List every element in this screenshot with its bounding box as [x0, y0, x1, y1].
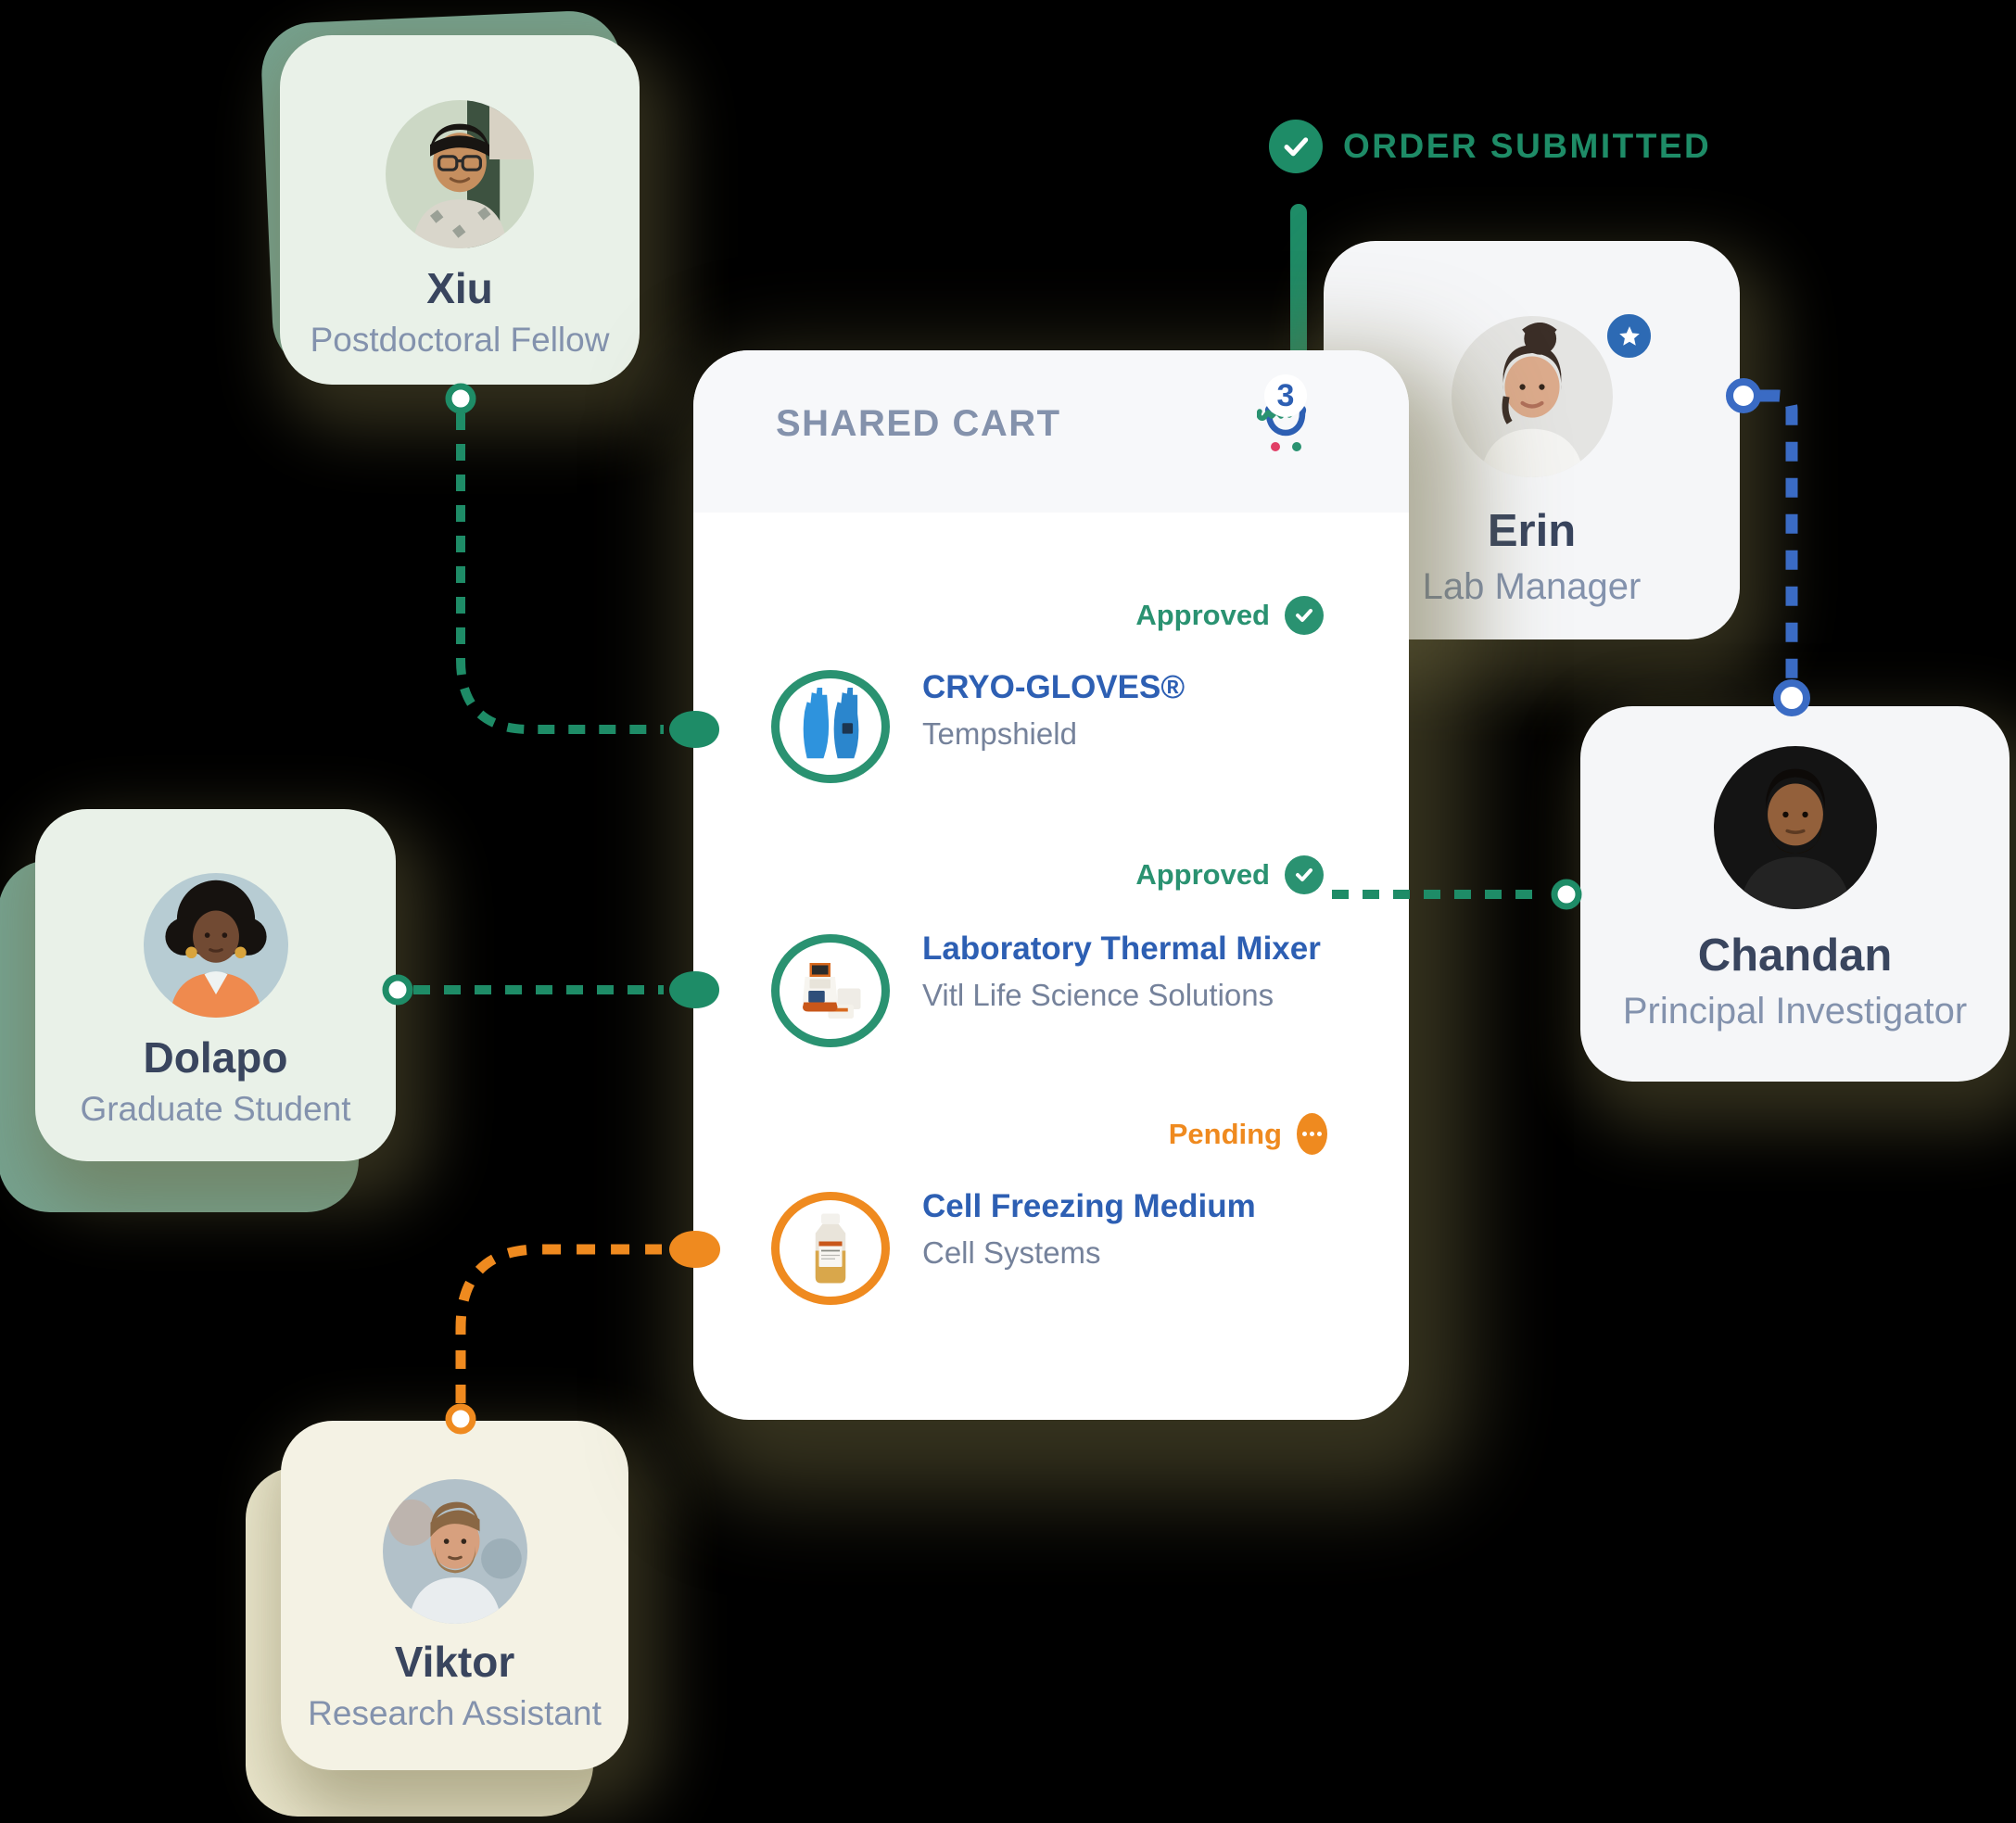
status-label: Approved	[1135, 858, 1270, 891]
status-label: Pending	[1168, 1117, 1282, 1150]
person-name: Xiu	[426, 264, 493, 312]
cart-header: SHARED CART 3	[693, 350, 1409, 513]
check-icon	[1269, 120, 1323, 173]
shared-cart-panel: SHARED CART 3 Approved	[693, 350, 1409, 1420]
person-card-chandan[interactable]: Chandan Principal Investigator	[1580, 706, 2010, 1082]
connector-node-chandan-left	[1551, 879, 1582, 910]
person-name: Erin	[1487, 506, 1577, 556]
shopping-cart-icon	[1257, 404, 1307, 451]
person-name: Dolapo	[143, 1033, 288, 1082]
avatar-dolapo	[143, 873, 288, 1018]
person-card-dolapo[interactable]: Dolapo Graduate Student	[35, 809, 396, 1161]
cart-item[interactable]: Cell Freezing Medium Cell Systems	[922, 1188, 1256, 1271]
person-role: Principal Investigator	[1622, 991, 1968, 1032]
order-submitted-status: ORDER SUBMITTED	[1269, 120, 1711, 173]
item-brand: Cell Systems	[922, 1235, 1101, 1270]
cryo-gloves-icon[interactable]	[771, 670, 890, 783]
thermal-mixer-icon[interactable]	[771, 934, 890, 1047]
item-status-badge[interactable]: Approved	[1135, 596, 1324, 635]
connector-endpoint-blob-item3	[669, 1231, 720, 1268]
avatar-xiu	[386, 100, 534, 248]
item-title: Laboratory Thermal Mixer	[922, 930, 1321, 967]
status-label: Approved	[1135, 599, 1270, 631]
item-brand: Tempshield	[922, 716, 1077, 751]
cart-button[interactable]: 3	[1257, 374, 1340, 495]
dolapo-avatar-illustration	[143, 873, 288, 1018]
connector-erin-to-chandan	[1760, 389, 1798, 678]
connector-node-dolapo	[382, 974, 413, 1006]
cart-title: SHARED CART	[776, 403, 1061, 444]
viktor-avatar-illustration	[382, 1479, 527, 1624]
person-role: Graduate Student	[80, 1090, 351, 1128]
check-icon	[1285, 855, 1324, 894]
item-title: CRYO-GLOVES®	[922, 669, 1186, 705]
person-card-viktor[interactable]: Viktor Research Assistant	[281, 1421, 628, 1770]
chandan-avatar-illustration	[1713, 746, 1877, 909]
person-role: Research Assistant	[308, 1694, 602, 1732]
avatar-erin	[1451, 316, 1613, 477]
cart-count-badge: 3	[1264, 374, 1307, 417]
connector-node-chandan-top	[1773, 679, 1810, 716]
person-name: Chandan	[1697, 930, 1893, 981]
item-status-badge[interactable]: Pending	[1169, 1113, 1327, 1155]
avatar-chandan	[1713, 746, 1877, 909]
ellipsis-dots-icon	[1297, 1113, 1327, 1155]
cart-item[interactable]: Laboratory Thermal Mixer Vitl Life Scien…	[922, 930, 1321, 1013]
order-submitted-label: ORDER SUBMITTED	[1343, 127, 1712, 165]
reagent-bottle-icon[interactable]	[771, 1192, 890, 1305]
connector-node-viktor	[445, 1403, 476, 1435]
cart-item[interactable]: CRYO-GLOVES® Tempshield	[922, 669, 1185, 752]
star-badge	[1602, 309, 1656, 363]
connector-endpoint-blob-item2	[669, 971, 719, 1008]
item-brand: Vitl Life Science Solutions	[922, 978, 1274, 1012]
person-name: Viktor	[394, 1638, 515, 1686]
connector-node-erin	[1726, 378, 1761, 413]
erin-avatar-illustration	[1451, 316, 1613, 477]
item-title: Cell Freezing Medium	[922, 1188, 1256, 1224]
order-submitted-line	[1290, 204, 1307, 399]
xiu-avatar-illustration	[386, 100, 534, 248]
connector-viktor-to-item3	[455, 1244, 662, 1403]
check-icon	[1285, 596, 1324, 635]
person-role: Postdoctoral Fellow	[310, 321, 610, 359]
star-icon	[1618, 325, 1640, 346]
avatar-viktor	[382, 1479, 527, 1624]
connector-node-xiu	[445, 383, 476, 414]
connector-endpoint-blob-item1	[669, 711, 719, 748]
person-role: Lab Manager	[1422, 566, 1642, 607]
person-card-xiu[interactable]: Xiu Postdoctoral Fellow	[280, 35, 640, 385]
connector-xiu-to-item1	[456, 413, 664, 734]
item-status-badge[interactable]: Approved	[1135, 855, 1324, 894]
